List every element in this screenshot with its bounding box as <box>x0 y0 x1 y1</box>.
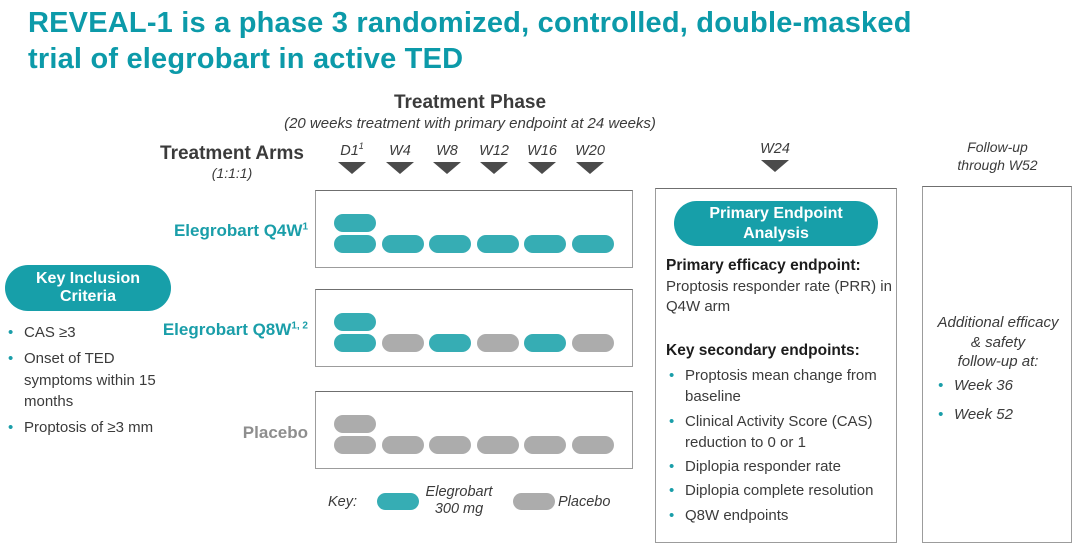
legend-key-label: Key: <box>328 494 358 510</box>
dose-pill-teal <box>334 334 376 352</box>
dose-pill-teal <box>476 235 519 253</box>
treatment-phase-title: Treatment Phase <box>393 92 547 113</box>
key-inclusion-criteria-header: Key Inclusion Criteria <box>5 265 171 311</box>
list-item: Diplopia complete resolution <box>666 480 894 502</box>
dose-pill-teal <box>524 235 566 253</box>
arm-label-elegrobart-q8w: Elegrobart Q8W1, 2 <box>162 320 308 339</box>
dose-pill-teal <box>429 235 471 253</box>
arm-label-elegrobart-q4w: Elegrobart Q4W1 <box>173 221 308 240</box>
list-item: Onset of TED symptoms within 15 months <box>5 348 177 412</box>
dose-pill-gray <box>476 436 519 454</box>
timepoint-label: D11 <box>340 141 364 159</box>
treatment-arms-ratio: (1:1:1) <box>211 165 253 181</box>
dose-pill-gray <box>571 334 614 352</box>
followup-through-note: Follow-up through W52 <box>957 139 1038 173</box>
timepoint-label: W8 <box>436 142 458 159</box>
legend-label-placebo: Placebo <box>558 494 611 510</box>
list-item: Diplopia responder rate <box>666 456 894 478</box>
timepoint-label: W24 <box>760 141 790 157</box>
down-triangle-icon <box>761 160 789 172</box>
timepoint-label: W12 <box>479 142 509 159</box>
timepoint-w20: W20 <box>562 141 618 174</box>
list-item: CAS ≥3 <box>5 322 177 344</box>
dose-pill-gray <box>476 334 519 352</box>
timepoint-w8: W8 <box>419 141 475 174</box>
dose-pill-gray <box>334 415 376 433</box>
timepoint-w24: W24 <box>747 141 803 172</box>
dose-pill-gray <box>429 436 471 454</box>
followup-intro: Additional efficacy & safety follow-up a… <box>937 314 1059 370</box>
dose-pill-gray <box>524 436 566 454</box>
timepoint-d1: D11 <box>324 141 380 174</box>
list-item: Week 36 <box>935 375 1070 397</box>
legend-label-elegrobart: Elegrobart 300 mg <box>425 484 493 517</box>
list-item: Proptosis mean change from baseline <box>666 365 894 408</box>
primary-endpoint-panel: Primary Endpoint Analysis Primary effica… <box>655 188 897 543</box>
dose-pill-teal <box>334 214 376 232</box>
list-item: Clinical Activity Score (CAS) reduction … <box>666 411 894 454</box>
primary-efficacy-heading: Primary efficacy endpoint: <box>666 257 861 274</box>
followup-panel: Additional efficacy & safety follow-up a… <box>922 186 1072 543</box>
dose-pill-teal <box>524 334 566 352</box>
dose-pill-teal <box>429 334 471 352</box>
down-triangle-icon <box>480 161 508 174</box>
dose-pill-gray <box>381 334 424 352</box>
timepoint-label: W16 <box>527 142 557 159</box>
dose-box-elegrobart-q4w <box>315 190 633 268</box>
dose-pill-gray <box>381 436 424 454</box>
dose-box-elegrobart-q8w <box>315 289 633 367</box>
legend-swatch-placebo <box>513 493 555 510</box>
down-triangle-icon <box>338 161 366 174</box>
down-triangle-icon <box>433 161 461 174</box>
page-title: REVEAL-1 is a phase 3 randomized, contro… <box>28 7 912 75</box>
treatment-arms-title: Treatment Arms <box>160 143 304 164</box>
arm-label-placebo: Placebo <box>242 423 308 442</box>
timepoint-label: W20 <box>575 142 605 159</box>
timepoint-w12: W12 <box>466 141 522 174</box>
treatment-phase-subtitle: (20 weeks treatment with primary endpoin… <box>284 115 656 132</box>
primary-endpoint-analysis-header: Primary Endpoint Analysis <box>674 201 878 246</box>
dose-pill-gray <box>334 436 376 454</box>
inclusion-criteria-list: CAS ≥3 Onset of TED symptoms within 15 m… <box>5 322 177 443</box>
key-secondary-heading: Key secondary endpoints: <box>666 342 860 359</box>
dose-pill-teal <box>571 235 614 253</box>
secondary-endpoints-list: Proptosis mean change from baseline Clin… <box>666 365 894 529</box>
dose-pill-teal <box>334 313 376 331</box>
dose-pill-teal <box>334 235 376 253</box>
dose-box-placebo <box>315 391 633 469</box>
dose-pill-teal <box>381 235 424 253</box>
list-item: Week 52 <box>935 404 1070 426</box>
followup-list: Week 36 Week 52 <box>935 375 1070 434</box>
primary-efficacy-body: Proptosis responder rate (PRR) in Q4W ar… <box>666 278 892 316</box>
down-triangle-icon <box>576 161 604 174</box>
list-item: Proptosis of ≥3 mm <box>5 417 177 439</box>
timepoint-w16: W16 <box>514 141 570 174</box>
list-item: Q8W endpoints <box>666 505 894 527</box>
dose-pill-gray <box>571 436 614 454</box>
timepoint-label: W4 <box>389 142 411 159</box>
timepoint-w4: W4 <box>372 141 428 174</box>
down-triangle-icon <box>386 161 414 174</box>
legend-swatch-elegrobart <box>377 493 419 510</box>
down-triangle-icon <box>528 161 556 174</box>
